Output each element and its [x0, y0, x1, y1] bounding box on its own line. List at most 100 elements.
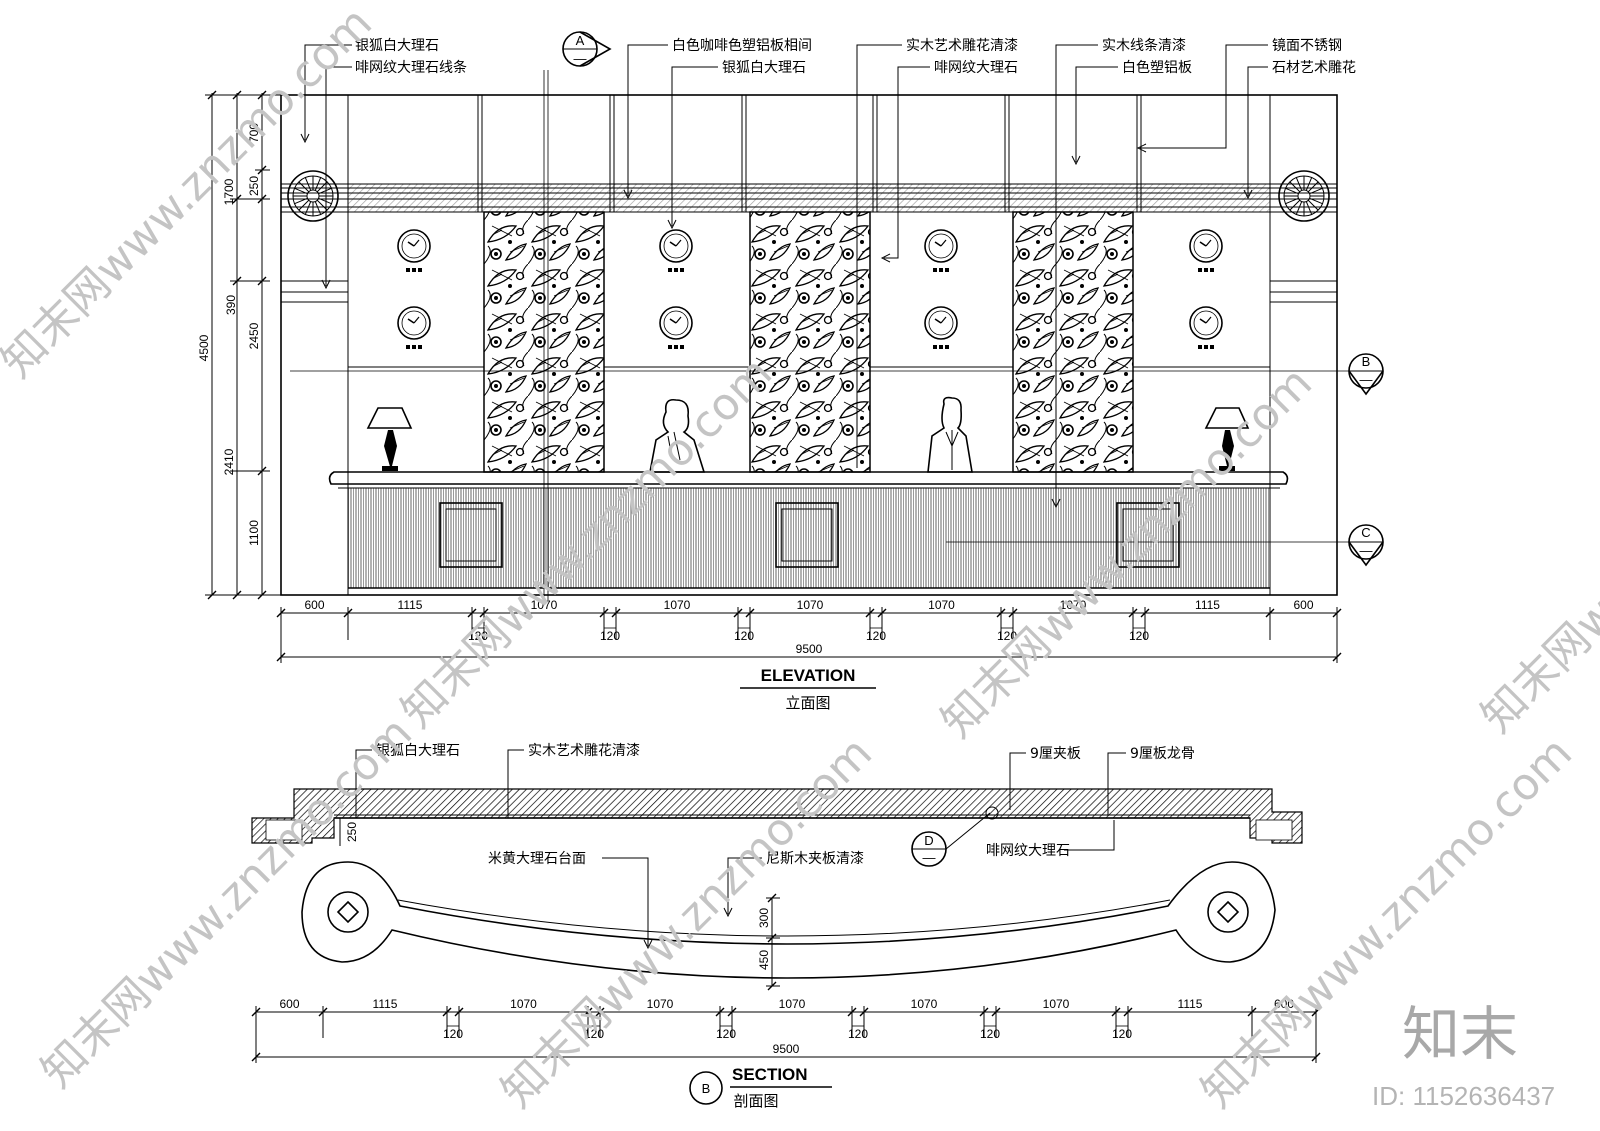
dim-gap-label: 120 — [468, 629, 488, 643]
dim-total-label: 9500 — [773, 1042, 800, 1056]
dim-label: 600 — [279, 997, 299, 1011]
clock-icon — [924, 229, 958, 272]
clock-icon — [1189, 306, 1223, 349]
watermark-4: 知末网www.znzmo.com — [1472, 352, 1600, 742]
dim-label: 600 — [304, 598, 324, 612]
vdim-2450: 2450 — [247, 322, 261, 349]
figure-male — [927, 396, 973, 473]
carved-panels — [483, 211, 1134, 473]
elevation-title: ELEVATION — [761, 666, 856, 685]
marker-B-sub: — — [1360, 372, 1373, 387]
section-leaders — [355, 749, 1126, 950]
label-mirror-steel: 镜面不锈钢 — [1272, 38, 1342, 54]
marker-C: C — — [1348, 524, 1384, 567]
dim-label: 1070 — [531, 598, 558, 612]
marker-D-label: D — [924, 833, 933, 848]
dim-label: 1115 — [398, 598, 423, 612]
reception-counter — [328, 471, 1289, 589]
vdim-700: 700 — [247, 123, 261, 143]
section-title-block: B SECTION 剖面图 — [689, 1065, 832, 1110]
dim-label: 1070 — [797, 598, 824, 612]
clock-icon — [397, 306, 431, 349]
vdim-1700: 1700 — [222, 178, 236, 205]
marker-B-label: B — [1362, 354, 1371, 369]
dim-label: 1070 — [1060, 598, 1087, 612]
figure-female — [649, 398, 706, 473]
dim-label: 1115 — [1178, 997, 1203, 1011]
clock-icon — [397, 229, 431, 272]
section-vdim-250: 250 — [345, 822, 359, 842]
marker-C-sub: — — [1360, 543, 1373, 558]
dim-label: 1070 — [779, 997, 806, 1011]
watermark-logo: 知末 — [1402, 1000, 1518, 1068]
dim-label: 1070 — [1043, 997, 1070, 1011]
marker-C-label: C — [1361, 525, 1370, 540]
elevation-leaders — [300, 44, 1268, 509]
counter-plan — [301, 861, 1276, 979]
steel-posts — [477, 95, 1142, 212]
vertical-dimensions — [205, 90, 281, 600]
dim-gap-label: 120 — [443, 1027, 463, 1041]
dim-label: 1070 — [664, 598, 691, 612]
dim-label: 1070 — [510, 997, 537, 1011]
dim-label: 1115 — [1195, 598, 1220, 612]
table-lamp-left — [366, 407, 413, 471]
dim-label: 1115 — [373, 997, 398, 1011]
dim-label: 600 — [1274, 997, 1294, 1011]
dim-gap-label: 120 — [1129, 629, 1149, 643]
section-drawing: D — 银狐白大理石 实木艺术雕花清漆 9厘夹板 9厘板龙骨 啡网纹大理石 米黄… — [251, 743, 1321, 1110]
label-stone-carving: 石材艺术雕花 — [1272, 60, 1356, 76]
dim-gap-label: 120 — [866, 629, 886, 643]
section-subtitle: 剖面图 — [733, 1092, 778, 1110]
dim-gap-label: 120 — [997, 629, 1017, 643]
watermark-7: 知末网www.znzmo.com — [1192, 727, 1582, 1117]
section-label-nice-wood: 尼斯木夹板清漆 — [766, 851, 864, 867]
label-coffee-marble: 啡网纹大理石 — [934, 60, 1018, 76]
clock-icon — [924, 306, 958, 349]
dim-gap-label: 120 — [1112, 1027, 1132, 1041]
label-aluminum-panels: 白色咖啡色塑铝板相间 — [672, 37, 812, 54]
elevation-horizontal-dimensions: 600 1115 120 1070 120 1070 120 1070 120 1070 120 10… — [276, 598, 1342, 663]
section-label-carved-wood: 实木艺术雕花清漆 — [528, 743, 640, 759]
stone-rosette-left — [287, 170, 339, 222]
label-silver-fox-marble: 银狐白大理石 — [355, 38, 439, 54]
dim-label: 1070 — [647, 997, 674, 1011]
dim-label: 600 — [1293, 598, 1313, 612]
elevation-subtitle: 立面图 — [785, 694, 830, 712]
marker-A-label: A — [576, 33, 585, 48]
dim-gap-label: 120 — [584, 1027, 604, 1041]
dim-gap-label: 120 — [716, 1027, 736, 1041]
marker-B: B — — [1348, 353, 1384, 396]
section-horizontal-dimensions: 600 1115 120 1070 120 1070 120 1070 120 1070 120 10… — [251, 997, 1321, 1063]
watermark-id: ID: 1152636437 — [1372, 1081, 1555, 1111]
stone-rosette-right — [1278, 170, 1330, 222]
marker-A: A — — [562, 31, 612, 67]
side-stone-lines — [281, 280, 1337, 303]
label-carved-wood: 实木艺术雕花清漆 — [906, 38, 1018, 54]
section-label-beige-marble: 米黄大理石台面 — [488, 850, 586, 867]
dim-total-label: 9500 — [796, 642, 823, 656]
section-vertical-dimensions — [339, 818, 780, 991]
label-coffee-marble-line: 啡网纹大理石线条 — [355, 59, 467, 76]
vdim-390: 390 — [224, 295, 238, 315]
marker-A-sub: — — [574, 51, 587, 66]
elevation-outline — [280, 94, 1338, 596]
watermark-1: 知末网www.znzmo.com — [0, 0, 382, 388]
marker-D-sub: — — [923, 850, 936, 865]
dim-gap-label: 120 — [848, 1027, 868, 1041]
dim-label: 1070 — [928, 598, 955, 612]
watermark-5: 知末网www.znzmo.com — [32, 707, 422, 1097]
section-vdim-300: 300 — [757, 908, 771, 928]
section-label-plywood: 9厘夹板 — [1030, 746, 1081, 762]
section-vdim-450: 450 — [757, 950, 771, 970]
dim-label: 1070 — [911, 997, 938, 1011]
label-silver-fox-marble-2: 银狐白大理石 — [722, 60, 806, 76]
section-title: SECTION — [732, 1065, 808, 1084]
vdim-1100: 1100 — [247, 520, 261, 546]
dim-gap-label: 120 — [734, 629, 754, 643]
label-white-aluminum: 白色塑铝板 — [1122, 59, 1192, 76]
clock-icon — [1189, 229, 1223, 272]
clock-icon — [659, 306, 693, 349]
label-wood-lines: 实木线条清漆 — [1102, 37, 1186, 54]
